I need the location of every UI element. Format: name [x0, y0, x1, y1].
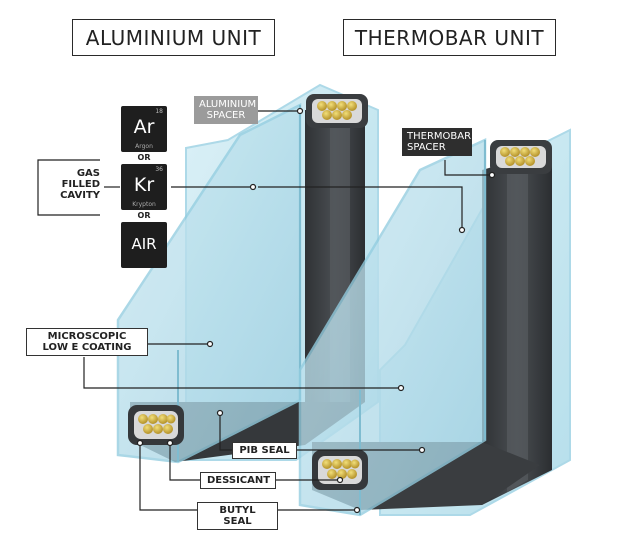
- argon-symbol: Ar: [133, 116, 155, 138]
- pib-seal-label: PIB SEAL: [232, 442, 297, 459]
- thermobar-unit-drawing: [298, 128, 571, 517]
- krypton-tile: 36 Kr Krypton: [121, 164, 167, 210]
- aluminium-spacer-label: ALUMINIUM SPACER: [194, 96, 258, 124]
- air-tile: AIR: [121, 222, 167, 268]
- argon-name: Argon: [135, 143, 153, 150]
- air-symbol: AIR: [131, 235, 157, 253]
- gas-filled-cavity-label: GAS FILLED CAVITY: [60, 168, 100, 201]
- thermobar-top-profile: [490, 140, 552, 174]
- argon-number: 18: [155, 108, 163, 115]
- aluminium-bottom-profile: [128, 405, 184, 445]
- aluminium-unit-title: ALUMINIUM UNIT: [72, 19, 275, 56]
- butyl-seal-label: BUTYL SEAL: [197, 502, 278, 530]
- aluminium-top-profile: [306, 94, 368, 128]
- dessicant-label: DESSICANT: [200, 472, 276, 489]
- thermobar-unit-title: THERMOBAR UNIT: [343, 19, 556, 56]
- or-text-1: OR: [137, 153, 151, 162]
- leader-lines: [37, 107, 496, 514]
- or-text-2: OR: [137, 211, 151, 220]
- krypton-number: 36: [155, 166, 163, 173]
- thermobar-bottom-profile: [312, 450, 368, 490]
- thermobar-spacer-label: THERMOBAR SPACER: [402, 128, 472, 156]
- krypton-name: Krypton: [132, 201, 156, 208]
- krypton-symbol: Kr: [133, 174, 155, 196]
- argon-tile: 18 Ar Argon: [121, 106, 167, 152]
- microscopic-coating-label: MICROSCOPIC LOW E COATING: [26, 328, 148, 356]
